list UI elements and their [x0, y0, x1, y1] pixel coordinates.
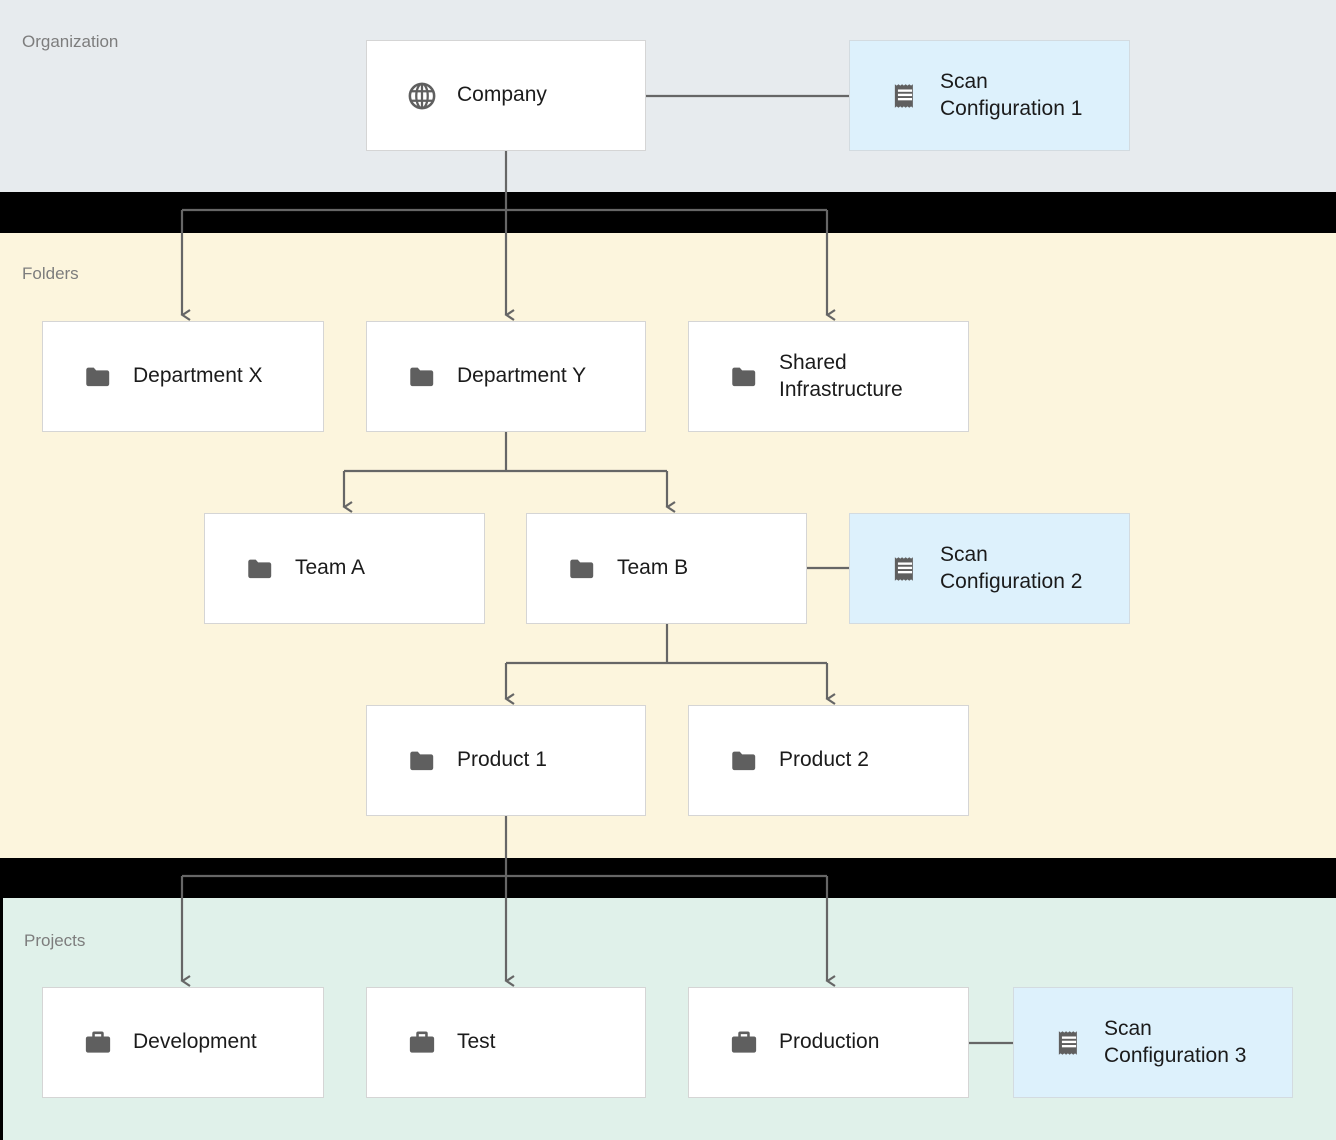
node-label: Team B — [617, 556, 689, 580]
node-label: Test — [457, 1030, 496, 1054]
folder-icon — [405, 744, 439, 778]
globe-icon — [405, 79, 439, 113]
node-product-2[interactable]: Product 2 — [688, 705, 969, 816]
briefcase-icon — [81, 1026, 115, 1060]
node-scan-configuration-1[interactable]: Scan Configuration 1 — [849, 40, 1130, 151]
folder-icon — [405, 360, 439, 394]
receipt-icon — [888, 552, 922, 586]
node-department-y[interactable]: Department Y — [366, 321, 646, 432]
node-scan-configuration-2[interactable]: Scan Configuration 2 — [849, 513, 1130, 624]
node-label: Scan Configuration 1 — [940, 70, 1083, 120]
separator-strip-org-folders — [0, 192, 1336, 233]
node-label: Shared Infrastructure — [779, 351, 903, 401]
node-production[interactable]: Production — [688, 987, 969, 1098]
folder-icon — [81, 360, 115, 394]
node-scan-configuration-3[interactable]: Scan Configuration 3 — [1013, 987, 1293, 1098]
folder-icon — [727, 360, 761, 394]
node-development[interactable]: Development — [42, 987, 324, 1098]
separator-strip-folders-projects — [0, 858, 1336, 898]
receipt-icon — [888, 79, 922, 113]
briefcase-icon — [727, 1026, 761, 1060]
node-label: Team A — [295, 556, 366, 580]
node-shared-infrastructure[interactable]: Shared Infrastructure — [688, 321, 969, 432]
node-label: Product 1 — [457, 748, 547, 772]
node-label: Scan Configuration 2 — [940, 543, 1083, 593]
node-label: Product 2 — [779, 748, 869, 772]
node-label: Development — [133, 1030, 257, 1054]
node-label: Department Y — [457, 364, 587, 388]
node-team-a[interactable]: Team A — [204, 513, 485, 624]
node-label: Scan Configuration 3 — [1104, 1017, 1247, 1067]
band-organization — [0, 0, 1336, 192]
briefcase-icon — [405, 1026, 439, 1060]
node-department-x[interactable]: Department X — [42, 321, 324, 432]
receipt-icon — [1052, 1026, 1086, 1060]
folder-icon — [727, 744, 761, 778]
band-label-organization: Organization — [22, 32, 119, 51]
node-team-b[interactable]: Team B — [526, 513, 807, 624]
band-label-projects: Projects — [24, 931, 86, 950]
folder-icon — [243, 552, 277, 586]
node-label: Production — [779, 1030, 880, 1054]
node-test[interactable]: Test — [366, 987, 646, 1098]
folder-icon — [565, 552, 599, 586]
node-company[interactable]: Company — [366, 40, 646, 151]
node-label: Company — [457, 83, 547, 107]
node-label: Department X — [133, 364, 263, 388]
band-label-folders: Folders — [22, 264, 79, 283]
node-product-1[interactable]: Product 1 — [366, 705, 646, 816]
